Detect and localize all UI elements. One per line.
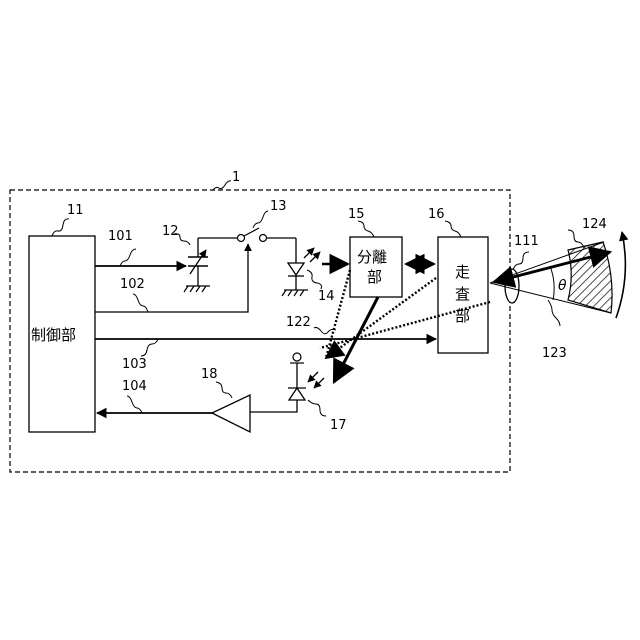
photodiode-bias-terminal (293, 353, 301, 361)
separation-unit-label-line2: 部 (367, 268, 382, 286)
control-ref-leader (52, 219, 69, 236)
signal-103-label: 103 (122, 357, 147, 372)
system-ref-label: 1 (232, 170, 240, 185)
signal-104-leader (127, 396, 142, 413)
signal-101-label: 101 (108, 229, 133, 244)
signal-101-leader (120, 249, 136, 266)
signal-103-leader (141, 339, 158, 356)
amplifier-ref-label: 18 (201, 367, 218, 382)
separation-unit-block (350, 237, 402, 297)
scanning-ref-leader (445, 221, 461, 237)
scanning-unit-label-char1: 走 (455, 263, 470, 281)
variable-source-ref-label: 12 (162, 224, 179, 239)
photodiode-incident-arrow-2 (314, 378, 324, 388)
scan-rotation-arrow (616, 232, 625, 318)
dotted-beam-3 (326, 270, 350, 358)
switch-ref-label: 13 (270, 199, 287, 214)
laser-diode-symbol (288, 263, 304, 275)
amplifier-symbol (212, 395, 250, 432)
scan-angle-ref-leader (548, 300, 560, 326)
photodiode-ref-leader (308, 400, 326, 416)
signal-102-label: 102 (120, 277, 145, 292)
scanning-unit-label-char2: 査 (455, 285, 470, 303)
scan-angle-symbol: θ (558, 278, 567, 294)
photodiode-ref-label: 17 (330, 418, 347, 433)
laser-ref-label: 14 (318, 289, 335, 304)
switch-blade (244, 228, 259, 236)
separation-ref-label: 15 (348, 207, 365, 222)
laser-ground (282, 290, 308, 296)
control-unit-label: 制御部 (31, 326, 76, 344)
lens-ref-label: 111 (514, 234, 539, 249)
amplifier-ref-leader (216, 382, 232, 398)
separation-ref-leader (358, 221, 374, 237)
signal-102-wire (95, 244, 248, 312)
scan-area-ref-label: 124 (582, 217, 607, 232)
separation-unit-label-line1: 分離 (357, 248, 387, 266)
lens-ref-leader (513, 252, 529, 270)
photodiode-incident-arrow-1 (308, 372, 318, 382)
scan-area-ref-leader (568, 230, 584, 248)
scanning-ref-label: 16 (428, 207, 445, 222)
switch-contact-left (238, 235, 245, 242)
scan-angle-ref-label: 123 (542, 346, 567, 361)
photodiode-out-wire (250, 400, 297, 412)
switch-ref-leader (253, 211, 268, 228)
lens-symbol (505, 269, 519, 303)
photodiode-symbol (289, 388, 305, 400)
signal-104-label: 104 (122, 379, 147, 394)
signal-102-leader (133, 294, 148, 312)
scan-angle-arc (550, 266, 554, 300)
laser-ref-leader (307, 270, 322, 289)
laser-emission-arrow-1 (304, 248, 314, 258)
system-ref-leader (213, 181, 231, 190)
switch-contact-right (260, 235, 267, 242)
variable-source-ground (184, 286, 210, 292)
beams-ref-label: 122 (286, 315, 311, 330)
laser-emission-arrow-2 (310, 252, 320, 262)
control-ref-label: 11 (67, 203, 84, 218)
